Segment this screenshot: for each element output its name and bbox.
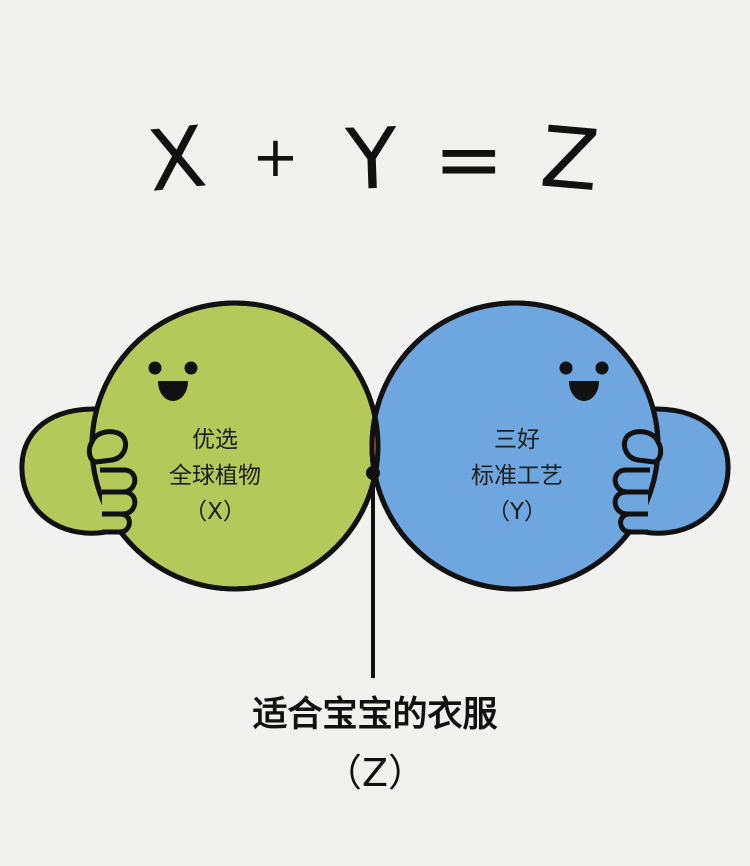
circle-x-line1: 优选 <box>140 422 290 458</box>
circle-y-line1: 三好 <box>442 422 592 458</box>
circle-y-line2: 标准工艺 <box>442 458 592 494</box>
circle-x-line3: （X） <box>140 494 290 530</box>
circle-x-label: 优选 全球植物 （X） <box>140 422 290 530</box>
circle-x-line2: 全球植物 <box>140 458 290 494</box>
result-subtitle: （Z） <box>0 748 750 798</box>
circle-y-line3: （Y） <box>442 494 592 530</box>
result-title: 适合宝宝的衣服 <box>0 690 750 740</box>
circle-y-label: 三好 标准工艺 （Y） <box>442 422 592 530</box>
